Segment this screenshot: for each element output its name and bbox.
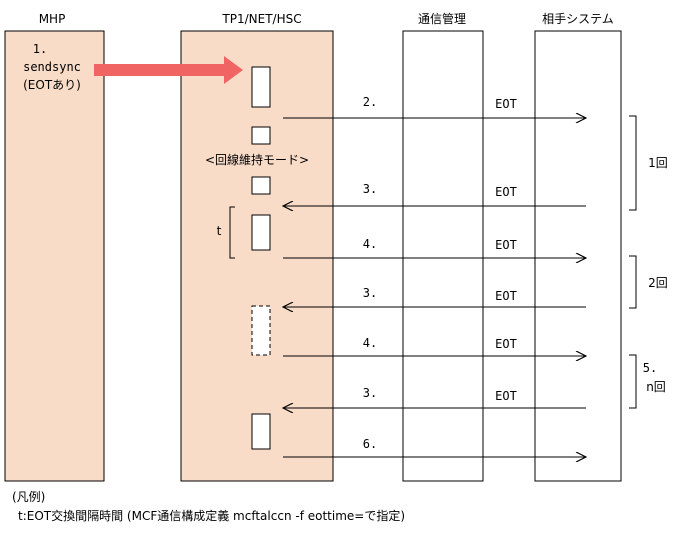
repeat-step: 5. xyxy=(643,361,657,375)
repeat-label: n回 xyxy=(646,380,666,394)
repeat-label: 1回 xyxy=(648,156,668,170)
message-step: 3. xyxy=(363,286,377,300)
message-step: 3. xyxy=(363,182,377,196)
t-label: t xyxy=(217,224,222,238)
repeat-label: 2回 xyxy=(648,276,668,290)
message: 4. EOT xyxy=(283,336,586,356)
small-box xyxy=(251,176,271,195)
message-label: EOT xyxy=(495,289,517,303)
header-tp1: TP1/NET/HSC xyxy=(221,12,301,26)
legend-title: (凡例) xyxy=(12,490,45,504)
activation-box xyxy=(251,413,271,450)
message-step: 3. xyxy=(363,386,377,400)
call-name: sendsync xyxy=(23,60,81,74)
activation-box xyxy=(251,214,271,251)
message: 3. EOT xyxy=(283,386,586,408)
message: 6. xyxy=(283,437,586,457)
message-label: EOT xyxy=(495,185,517,199)
sendsync-arrow xyxy=(94,56,243,84)
message-step: 2. xyxy=(363,95,377,109)
message: 4. EOT xyxy=(283,237,586,258)
message-label: EOT xyxy=(495,238,517,252)
repeat-bracket xyxy=(629,115,637,211)
t-bracket xyxy=(229,206,235,259)
legend-body: t:EOT交換間隔時間 (MCF通信構成定義 mcftalccn -f eott… xyxy=(18,508,405,523)
header-remote: 相手システム xyxy=(542,12,614,26)
header-comm: 通信管理 xyxy=(418,11,466,26)
message: 3. EOT xyxy=(283,286,586,307)
dashed-activation-box xyxy=(251,305,271,356)
activation-box xyxy=(251,66,271,108)
repeat-bracket xyxy=(629,354,637,409)
message-label: EOT xyxy=(495,97,517,111)
message: 2. EOT xyxy=(283,95,586,118)
lane-mhp xyxy=(4,30,105,482)
message-step: 6. xyxy=(363,437,377,451)
message-step: 4. xyxy=(363,336,377,350)
call-note: (EOTあり) xyxy=(23,78,81,92)
call-step: 1. xyxy=(33,42,47,56)
message: 3. EOT xyxy=(283,182,586,206)
message-step: 4. xyxy=(363,237,377,251)
lane-comm xyxy=(402,30,484,482)
message-label: EOT xyxy=(495,337,517,351)
lane-remote xyxy=(534,30,622,482)
line-hold-mode-label: <回線維持モード> xyxy=(205,152,309,167)
header-mhp: MHP xyxy=(39,12,66,26)
message-label: EOT xyxy=(495,389,517,403)
repeat-bracket xyxy=(629,255,637,309)
small-box xyxy=(251,126,271,145)
